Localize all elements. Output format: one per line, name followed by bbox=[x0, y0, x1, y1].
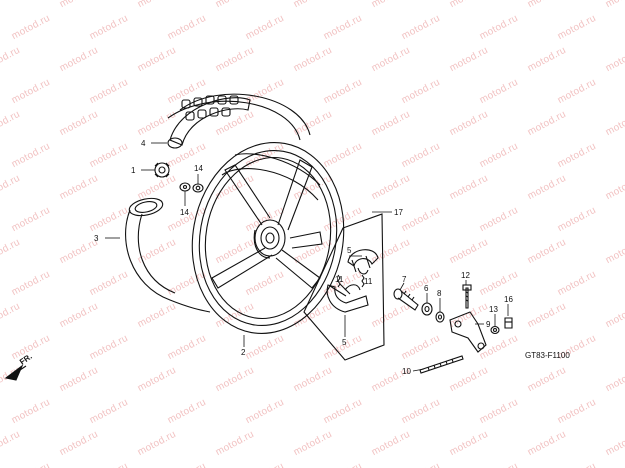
callout-14: 14 bbox=[194, 164, 203, 173]
callout-8: 8 bbox=[437, 289, 442, 298]
washer-part-13 bbox=[179, 182, 191, 192]
bolt-part-12 bbox=[462, 284, 472, 309]
diagram-code: GT83-F1100 bbox=[525, 351, 570, 360]
brake-cam-part-7 bbox=[393, 288, 419, 311]
tire-part-3 bbox=[125, 93, 311, 313]
washer-part-14 bbox=[192, 183, 204, 193]
brake-shoe-lower-part-5 bbox=[326, 283, 369, 313]
callout-9: 9 bbox=[486, 320, 491, 329]
callout-17: 17 bbox=[394, 208, 403, 217]
callout-6: 6 bbox=[424, 284, 429, 293]
rim-part-2 bbox=[191, 142, 345, 334]
valve-part-4 bbox=[167, 95, 251, 149]
leader-7 bbox=[399, 282, 405, 291]
seal-part-6 bbox=[421, 302, 433, 316]
callout-5-upper: 5 bbox=[347, 246, 352, 255]
pin-part-16 bbox=[504, 317, 513, 329]
callout-5-lower: 5 bbox=[342, 338, 347, 347]
nut-part-15 bbox=[490, 325, 500, 335]
spring-part-11 bbox=[337, 274, 365, 288]
nut-part-1 bbox=[154, 162, 170, 178]
callout-4: 4 bbox=[141, 139, 146, 148]
leader-10 bbox=[412, 368, 425, 372]
brake-rod-part-10 bbox=[419, 355, 464, 374]
callout-12: 12 bbox=[461, 271, 470, 280]
callout-10: 10 bbox=[402, 367, 411, 376]
front-indicator-label: FR. bbox=[18, 352, 34, 367]
callout-1: 1 bbox=[131, 166, 136, 175]
front-direction-arrow-icon bbox=[4, 364, 27, 381]
callout-13: 14 bbox=[180, 208, 189, 217]
callout-3: 3 bbox=[94, 234, 99, 243]
callout-11-left: 11 bbox=[335, 275, 344, 284]
callout-16: 16 bbox=[504, 295, 513, 304]
callout-15: 13 bbox=[489, 305, 498, 314]
brake-shoe-upper-part-5 bbox=[347, 249, 379, 275]
callout-11-right: 11 bbox=[364, 277, 373, 286]
callout-7: 7 bbox=[402, 275, 407, 284]
brake-arm-part-9 bbox=[449, 311, 487, 353]
brake-assembly-box-part-17 bbox=[303, 213, 385, 361]
washer-part-8 bbox=[435, 311, 445, 323]
callout-2: 2 bbox=[241, 348, 246, 357]
